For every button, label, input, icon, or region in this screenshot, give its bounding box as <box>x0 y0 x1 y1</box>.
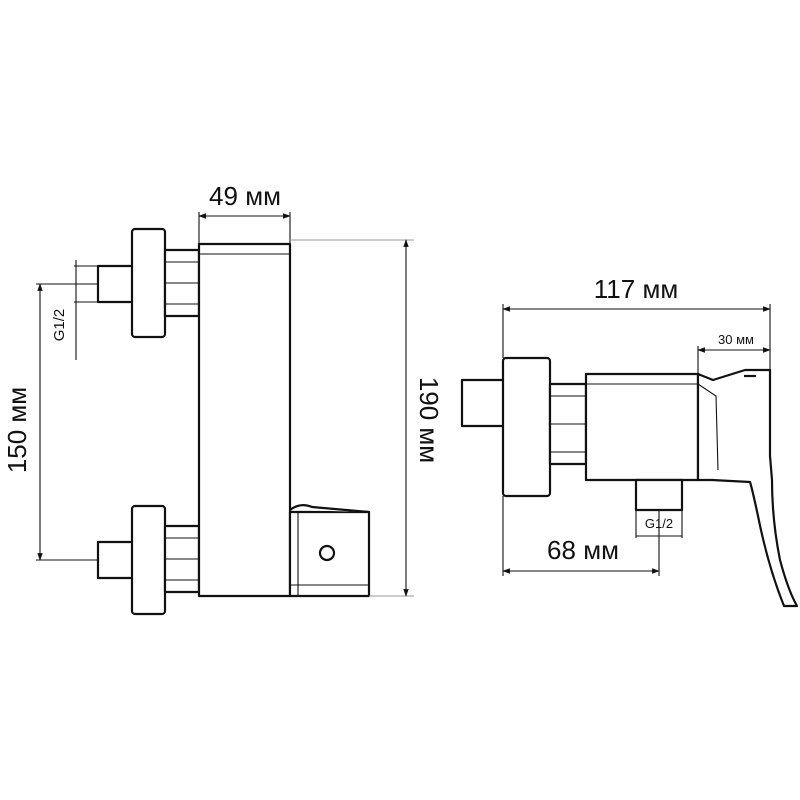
outlet-offset-label: 68 мм <box>547 535 619 565</box>
dim-depth: 117 мм <box>502 274 771 370</box>
dim-width: 49 мм <box>198 181 291 244</box>
lever-handle <box>288 503 371 598</box>
lower-inlet-pipe <box>96 504 201 616</box>
side-view <box>460 356 799 608</box>
side-inlet-pipe <box>460 356 588 498</box>
dim-center-distance: 150 мм <box>2 283 98 561</box>
dim-handle: 30 мм <box>697 332 771 374</box>
front-view <box>96 227 371 616</box>
dim-height: 190 мм <box>290 239 444 597</box>
height-dim-label: 190 мм <box>414 377 444 463</box>
side-body <box>584 372 700 482</box>
center-distance-label: 150 мм <box>2 387 32 473</box>
side-lever <box>696 368 799 608</box>
side-outlet <box>634 478 684 512</box>
thread-front-label: G1/2 <box>51 309 68 342</box>
dim-thread-side: G1/2 <box>635 510 683 538</box>
width-dim-label: 49 мм <box>209 181 281 211</box>
dim-thread-front: G1/2 <box>51 260 98 360</box>
mixer-body <box>197 242 292 598</box>
depth-dim-label: 117 мм <box>594 274 678 304</box>
dim-outlet-offset: 68 мм <box>502 496 660 576</box>
handle-dim-label: 30 мм <box>718 332 754 347</box>
upper-inlet-pipe <box>96 227 201 339</box>
thread-side-label: G1/2 <box>645 516 673 531</box>
